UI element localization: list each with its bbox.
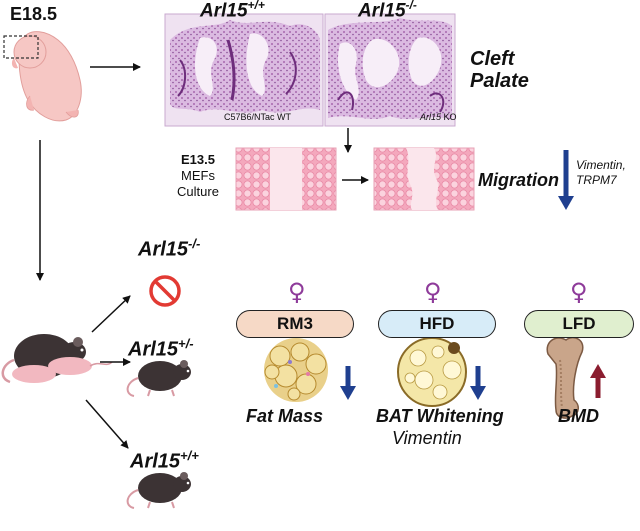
- histology-ko-title: Arl15-/-: [358, 0, 417, 22]
- ko-caption-suffix: KO: [441, 112, 457, 122]
- histology-wt-image: [164, 13, 324, 127]
- diet-rm3-pill: RM3: [236, 310, 354, 338]
- culture-scratch-day0: [235, 147, 337, 211]
- outcome-vimentin: Vimentin: [392, 428, 462, 448]
- histology-wt-caption: C57B6/NTac WT: [224, 112, 292, 122]
- gene-name: Arl15: [200, 0, 248, 22]
- mother-mouse-icon: [1, 334, 113, 384]
- ko-caption-gene: Arl15: [420, 112, 442, 122]
- diet-hfd-pill: HFD: [378, 310, 496, 338]
- gene-name: Arl15: [138, 238, 189, 261]
- genotype-superscript: +/-: [178, 336, 194, 351]
- histology-wt-title: Arl15+/+: [200, 0, 265, 22]
- bat-whitening-down-arrow: [470, 366, 486, 400]
- outcome-bmd: BMD: [558, 406, 599, 426]
- culture-word: Culture: [177, 184, 219, 199]
- embryo-pup-icon: [3, 31, 82, 122]
- outcome-bat-whitening: BAT Whitening: [376, 406, 504, 426]
- no-survival-icon: [149, 275, 181, 307]
- phenotype-line-1: Cleft: [470, 48, 515, 70]
- female-symbol-icon: ♀: [570, 278, 588, 306]
- brown-adipose-icon: [397, 337, 467, 407]
- gene-trpm7: TRPM7: [576, 173, 617, 187]
- migration-genes: Vimentin, TRPM7: [576, 158, 626, 188]
- diet-lfd-pill: LFD: [524, 310, 634, 338]
- gene-vimentin: Vimentin,: [576, 158, 626, 172]
- het-mouse-icon: [126, 360, 191, 397]
- female-symbol-icon: ♀: [288, 278, 306, 306]
- gene-name: Arl15: [358, 0, 406, 22]
- genotype-het-label: Arl15+/-: [128, 336, 194, 362]
- female-symbol-icon: ♀: [424, 278, 442, 306]
- genotype-null-label: Arl15-/-: [138, 236, 200, 262]
- genotype-superscript: +/+: [247, 0, 265, 12]
- genotype-superscript: +/+: [180, 448, 199, 463]
- genotype-superscript: -/-: [188, 236, 201, 251]
- embryo-stage-label: E18.5: [10, 4, 58, 24]
- culture-stage: E13.5: [181, 152, 215, 167]
- culture-scratch-later: [373, 147, 475, 211]
- culture-cells: MEFs: [181, 168, 215, 183]
- phenotype-line-2: Palate: [470, 70, 529, 92]
- femur-bone-icon: [546, 336, 584, 419]
- outcome-fat-mass: Fat Mass: [246, 406, 324, 426]
- arrow-to-null: [91, 295, 131, 333]
- gene-name: Arl15: [128, 338, 179, 361]
- wt-mouse-icon: [126, 472, 191, 509]
- fat-mass-down-arrow: [340, 366, 356, 400]
- culture-label: E13.5 MEFs Culture: [168, 152, 228, 200]
- gene-name: Arl15: [130, 450, 181, 473]
- migration-down-arrow: [558, 150, 574, 210]
- adipose-tissue-icon: [264, 338, 328, 402]
- arrow-to-wt: [85, 399, 129, 449]
- genotype-wt-label: Arl15+/+: [130, 448, 199, 474]
- histology-ko-image: [324, 13, 456, 127]
- palate-zoom-box: [3, 35, 39, 59]
- genotype-superscript: -/-: [405, 0, 417, 12]
- migration-label: Migration: [478, 170, 559, 190]
- histology-ko-caption: Arl15 KO: [420, 112, 457, 122]
- bmd-up-arrow: [590, 364, 606, 398]
